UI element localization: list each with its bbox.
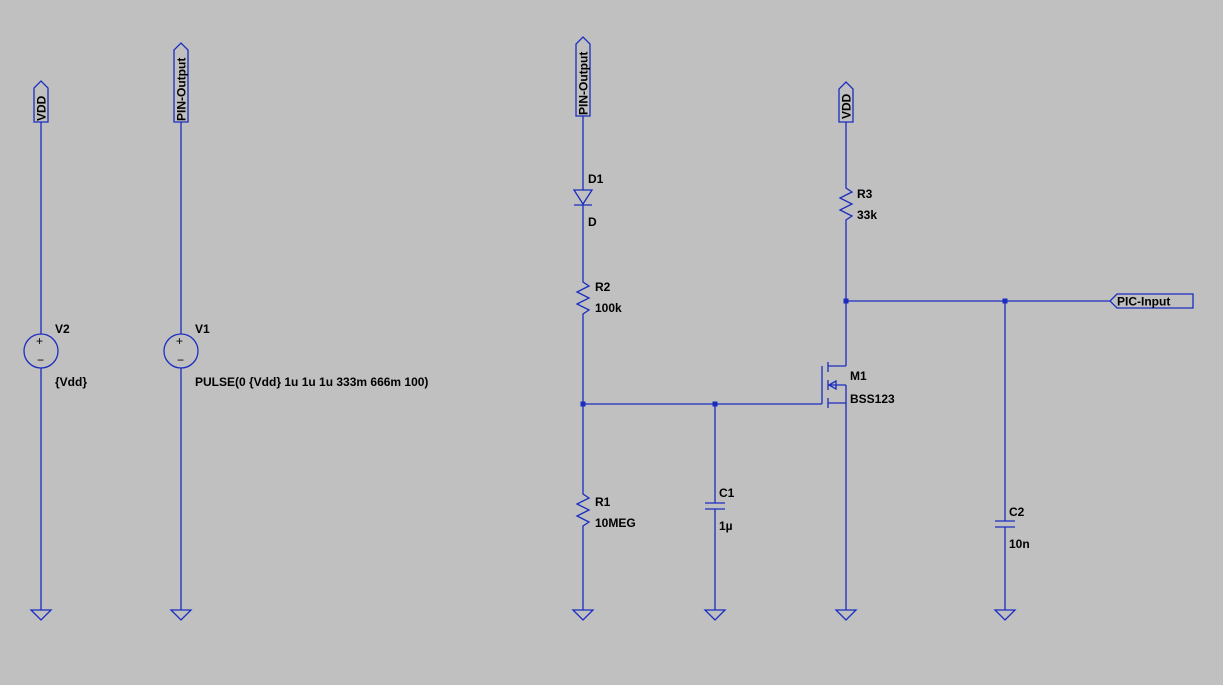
pin-output-flag-mid-shape: [575, 36, 591, 117]
pic-input-flag[interactable]: PIC-Input: [1109, 293, 1194, 309]
junction-gate-left: [580, 401, 586, 407]
ground-c2-symbol: [993, 609, 1017, 621]
r3-value-label: 33k: [857, 208, 877, 222]
v1-minus-sign: −: [177, 353, 184, 367]
pic-input-flag-shape: [1109, 293, 1194, 309]
vdd-flag-right-shape: [838, 81, 854, 123]
d1-name-label: D1: [588, 172, 604, 186]
r1-name-label: R1: [595, 495, 611, 509]
ground-v2-symbol: [29, 609, 53, 621]
v2-value-label: {Vdd}: [55, 375, 87, 389]
vdd-flag-left-label: VDD: [35, 95, 49, 121]
ground-c2: [993, 609, 1017, 621]
voltage-source-v2[interactable]: + −: [23, 333, 59, 369]
v1-value-label: PULSE(0 {Vdd} 1u 1u 1u 333m 666m 100): [195, 375, 428, 389]
resistor-r3-zigzag: [838, 184, 854, 224]
d1-value-label: D: [588, 215, 597, 229]
c2-name-label: C2: [1009, 505, 1025, 519]
diode-d1[interactable]: [572, 189, 594, 206]
capacitor-c2[interactable]: [995, 520, 1015, 528]
voltage-source-v1[interactable]: + −: [163, 333, 199, 369]
resistor-r2-zigzag: [575, 278, 591, 318]
resistor-r1[interactable]: [575, 490, 591, 530]
vdd-flag-left-shape: [33, 80, 49, 123]
v2-plus-sign: +: [36, 334, 43, 348]
ground-r1-symbol: [571, 609, 595, 621]
ground-c1: [703, 609, 727, 621]
ground-m1: [834, 609, 858, 621]
vdd-flag-left[interactable]: VDD: [33, 80, 49, 123]
vdd-flag-right-label: VDD: [840, 93, 854, 119]
capacitor-c1[interactable]: [705, 502, 725, 510]
r2-name-label: R2: [595, 280, 611, 294]
mosfet-m1[interactable]: [821, 362, 847, 408]
r3-name-label: R3: [857, 187, 873, 201]
v1-name-label: V1: [195, 322, 210, 336]
r1-value-label: 10MEG: [595, 516, 636, 530]
v1-plus-sign: +: [176, 334, 183, 348]
resistor-r2[interactable]: [575, 278, 591, 318]
voltage-source-v2-symbol: [23, 333, 59, 369]
r2-value-label: 100k: [595, 301, 622, 315]
c1-name-label: C1: [719, 486, 735, 500]
resistor-r3[interactable]: [838, 184, 854, 224]
ground-r1: [571, 609, 595, 621]
voltage-source-v1-symbol: [163, 333, 199, 369]
ground-c1-symbol: [703, 609, 727, 621]
v2-name-label: V2: [55, 322, 70, 336]
resistor-r1-zigzag: [575, 490, 591, 530]
pin-output-flag-left[interactable]: PIN-Output: [173, 42, 189, 123]
diode-d1-triangle: [572, 189, 594, 206]
pic-input-flag-label: PIC-Input: [1117, 295, 1170, 309]
vdd-flag-right[interactable]: VDD: [838, 81, 854, 123]
m1-name-label: M1: [850, 369, 867, 383]
ground-v1-symbol: [169, 609, 193, 621]
ground-v2: [29, 609, 53, 621]
v2-minus-sign: −: [37, 353, 44, 367]
pin-output-flag-left-label: PIN-Output: [175, 58, 189, 121]
pin-output-flag-mid-label: PIN-Output: [577, 52, 591, 115]
ground-m1-symbol: [834, 609, 858, 621]
m1-value-label: BSS123: [850, 392, 895, 406]
mosfet-m1-arrow: [827, 379, 837, 391]
c2-value-label: 10n: [1009, 537, 1030, 551]
ground-v1: [169, 609, 193, 621]
pin-output-flag-left-shape: [173, 42, 189, 123]
c1-value-label: 1µ: [719, 519, 733, 533]
pin-output-flag-mid[interactable]: PIN-Output: [575, 36, 591, 117]
